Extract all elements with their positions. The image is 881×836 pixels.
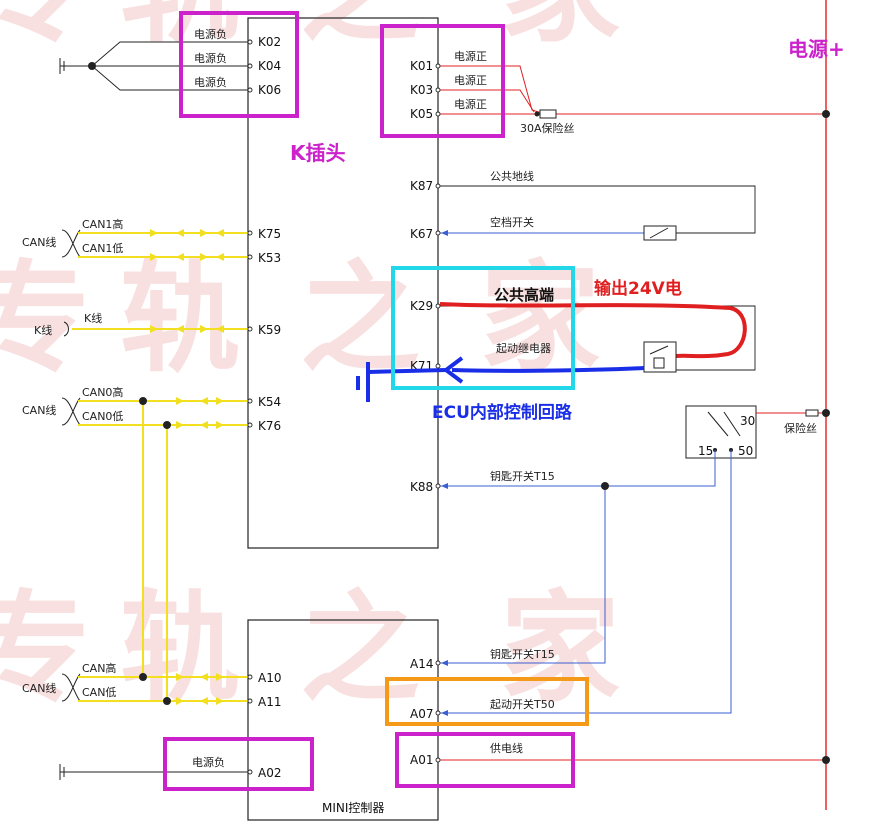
relay-box xyxy=(685,405,757,459)
k-left-pin-label: 电源负 xyxy=(194,75,227,89)
ecu-loop-label: ECU内部控制回路 xyxy=(432,402,573,423)
k-plug-label: K插头 xyxy=(290,141,346,165)
fuse-30a-symbol xyxy=(539,109,557,119)
junction-dot xyxy=(601,482,609,490)
junction-dot xyxy=(163,697,171,705)
watermark-char: 专 xyxy=(0,0,90,59)
junction-dot xyxy=(822,756,830,764)
k-left-pin: K54 xyxy=(258,395,281,409)
can-low-label: CAN低 xyxy=(82,686,116,699)
watermark: 专 轨 之 家 专 轨 之 家 专 轨 之 家 xyxy=(0,0,620,719)
twisted-pair-icon xyxy=(61,397,81,426)
k-right-pin: K88 xyxy=(410,480,433,494)
fuse-symbol xyxy=(805,409,819,417)
power-plus-label: 电源+ xyxy=(788,37,845,61)
can-line-label: CAN线 xyxy=(22,235,56,249)
fuse-label: 保险丝 xyxy=(784,421,817,435)
k-right-pin: K29 xyxy=(410,299,433,313)
highlight-box-power-negative xyxy=(179,11,299,118)
fuse-30a-label: 30A保险丝 xyxy=(520,121,575,135)
watermark-char: 专 xyxy=(0,580,90,719)
watermark-char: 家 xyxy=(500,580,620,719)
k-right-pin-label: 公共地线 xyxy=(490,169,534,183)
k-line-left-label: K线 xyxy=(34,323,52,337)
can0-high-label: CAN0高 xyxy=(82,385,123,399)
k-plug-box xyxy=(247,17,439,549)
highlight-box-common-high xyxy=(391,266,575,390)
watermark-char: 家 xyxy=(480,250,600,389)
highlight-box-start-switch xyxy=(385,677,589,726)
mini-right-pin: A14 xyxy=(410,657,433,671)
k-left-pin-label: 电源负 xyxy=(194,51,227,65)
k-right-pin-label: 电源正 xyxy=(454,97,487,111)
relay-terminal: 50 xyxy=(738,444,753,458)
start-relay-symbol xyxy=(643,341,677,373)
watermark-char: 之 xyxy=(300,250,420,389)
junction-dot xyxy=(534,111,540,117)
junction-dot xyxy=(822,409,830,417)
ground-symbol xyxy=(59,58,92,74)
k-right-pin: K87 xyxy=(410,179,433,193)
mini-left-pin-label: 电源负 xyxy=(192,755,225,769)
mini-left-pin: A10 xyxy=(258,671,281,685)
junction-dot xyxy=(163,421,171,429)
k-right-pin-label: 电源正 xyxy=(454,73,487,87)
can-line-label: CAN线 xyxy=(22,403,56,417)
can1-high-label: CAN1高 xyxy=(82,217,123,231)
relay-terminal: 15 xyxy=(698,444,713,458)
can-line-label: CAN线 xyxy=(22,681,56,695)
mini-controller-label: MINI控制器 xyxy=(322,801,384,815)
watermark-char: 轨 xyxy=(120,250,240,389)
watermark-char: 之 xyxy=(300,580,420,719)
k-right-pin-label: 起动继电器 xyxy=(496,342,551,355)
relay-terminal: 30 xyxy=(740,414,755,428)
k-left-pin: K06 xyxy=(258,83,281,97)
output-24v-label: 输出24V电 xyxy=(594,278,682,299)
k-left-pin: K02 xyxy=(258,35,281,49)
k-right-pin: K05 xyxy=(410,107,433,121)
mini-controller-box xyxy=(247,619,439,821)
can1-low-label: CAN1低 xyxy=(82,242,123,255)
highlight-box-supply xyxy=(395,732,575,788)
k-right-pin: K03 xyxy=(410,83,433,97)
mini-left-pin: A11 xyxy=(258,695,281,709)
ecu-loop-hand-line xyxy=(451,366,645,373)
k-left-pin: K76 xyxy=(258,419,281,433)
k-left-pin: K75 xyxy=(258,227,281,241)
can0-low-label: CAN0低 xyxy=(82,410,123,423)
k-right-pin-label: 电源正 xyxy=(454,49,487,63)
output-24v-hand-line xyxy=(439,302,747,359)
mini-right-pin: A01 xyxy=(410,753,433,767)
mini-right-pin-label: 钥匙开关T15 xyxy=(490,647,555,661)
highlight-box-mini-power-negative xyxy=(163,737,314,791)
mini-left-pin: A02 xyxy=(258,766,281,780)
connector-symbol xyxy=(63,321,69,337)
k-right-pin: K01 xyxy=(410,59,433,73)
k-line-label: K线 xyxy=(84,311,102,325)
k-right-pin-label: 钥匙开关T15 xyxy=(490,469,555,483)
common-ground-wire xyxy=(440,185,756,234)
can-high-label: CAN高 xyxy=(82,661,116,675)
watermark-char: 轨 xyxy=(120,580,240,719)
k-left-pin: K04 xyxy=(258,59,281,73)
ground-hand-drawn xyxy=(356,362,447,402)
k-left-pin-label: 电源负 xyxy=(194,27,227,41)
watermark-char: 家 xyxy=(500,0,620,59)
watermark-char: 专 xyxy=(0,250,90,389)
mini-right-pin-label: 起动开关T50 xyxy=(490,697,555,711)
ground-symbol xyxy=(59,764,250,780)
k-right-pin: K67 xyxy=(410,227,433,241)
highlight-box-power-positive xyxy=(380,24,505,138)
junction-dot xyxy=(822,110,830,118)
junction-dot xyxy=(139,673,147,681)
common-high-label: 公共高端 xyxy=(494,286,554,304)
watermark-char: 之 xyxy=(300,0,420,59)
k-left-pin: K53 xyxy=(258,251,281,265)
k-left-pin: K59 xyxy=(258,323,281,337)
mini-right-pin-label: 供电线 xyxy=(490,741,523,755)
mini-right-pin: A07 xyxy=(410,707,433,721)
junction-dot xyxy=(139,397,147,405)
k-right-pin-label: 空档开关 xyxy=(490,215,534,229)
